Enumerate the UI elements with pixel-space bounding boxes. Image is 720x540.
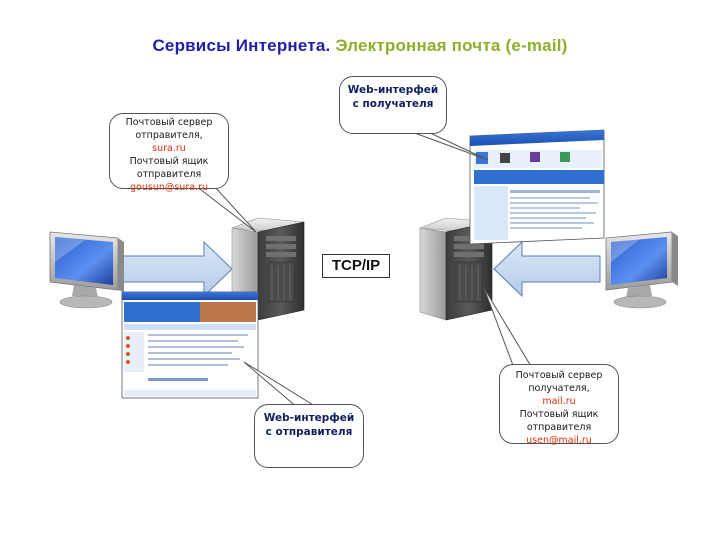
- callout-line: отправителя: [526, 422, 592, 433]
- callout-line: получателя,: [528, 383, 590, 394]
- callout-line: Web-интерфей: [347, 84, 439, 96]
- callout-line: Почтовый сервер: [515, 370, 603, 381]
- arrow-left-to-server: [121, 240, 233, 298]
- monitor-icon: [605, 231, 678, 309]
- callout-line: Почтовый ящик: [519, 409, 599, 420]
- recipient-webmail-screenshot: [469, 129, 605, 245]
- callout-line: Почтовый ящик: [129, 156, 209, 167]
- recipient-web-callout: Web-интерфей с получателя: [339, 76, 447, 134]
- sender-web-callout: Web-интерфей с отправителя: [254, 404, 364, 468]
- sender-domain: sura.ru: [152, 143, 186, 154]
- callout-line: Почтовый сервер: [125, 117, 213, 128]
- callout-line: с отправителя: [265, 426, 353, 438]
- title-accent: Электронная почта (e-mail): [335, 36, 568, 55]
- callout-line: с получателя: [352, 98, 434, 110]
- arrow-right-to-server: [493, 240, 601, 298]
- server-icon: [231, 217, 305, 321]
- title-main: Сервисы Интернета.: [152, 36, 331, 55]
- callout-line: отправителя: [136, 169, 202, 180]
- sender-server-callout: Почтовый сервер отправителя, sura.ru Поч…: [109, 113, 229, 193]
- callout-pointer: [483, 287, 533, 369]
- protocol-label: TCP/IP: [322, 254, 390, 278]
- sender-email: gousun@sura.ru: [130, 182, 208, 193]
- recipient-domain: mail.ru: [542, 396, 576, 407]
- recipient-email: usen@mail.ru: [526, 435, 592, 446]
- sender-webmail-screenshot: [121, 291, 259, 399]
- page-title: Сервисы Интернета. Электронная почта (e-…: [0, 36, 720, 56]
- callout-line: отправителя,: [135, 130, 203, 141]
- callout-line: Web-интерфей: [263, 412, 355, 424]
- monitor-icon: [49, 231, 124, 309]
- recipient-server-callout: Почтовый сервер получателя, mail.ru Почт…: [499, 364, 619, 446]
